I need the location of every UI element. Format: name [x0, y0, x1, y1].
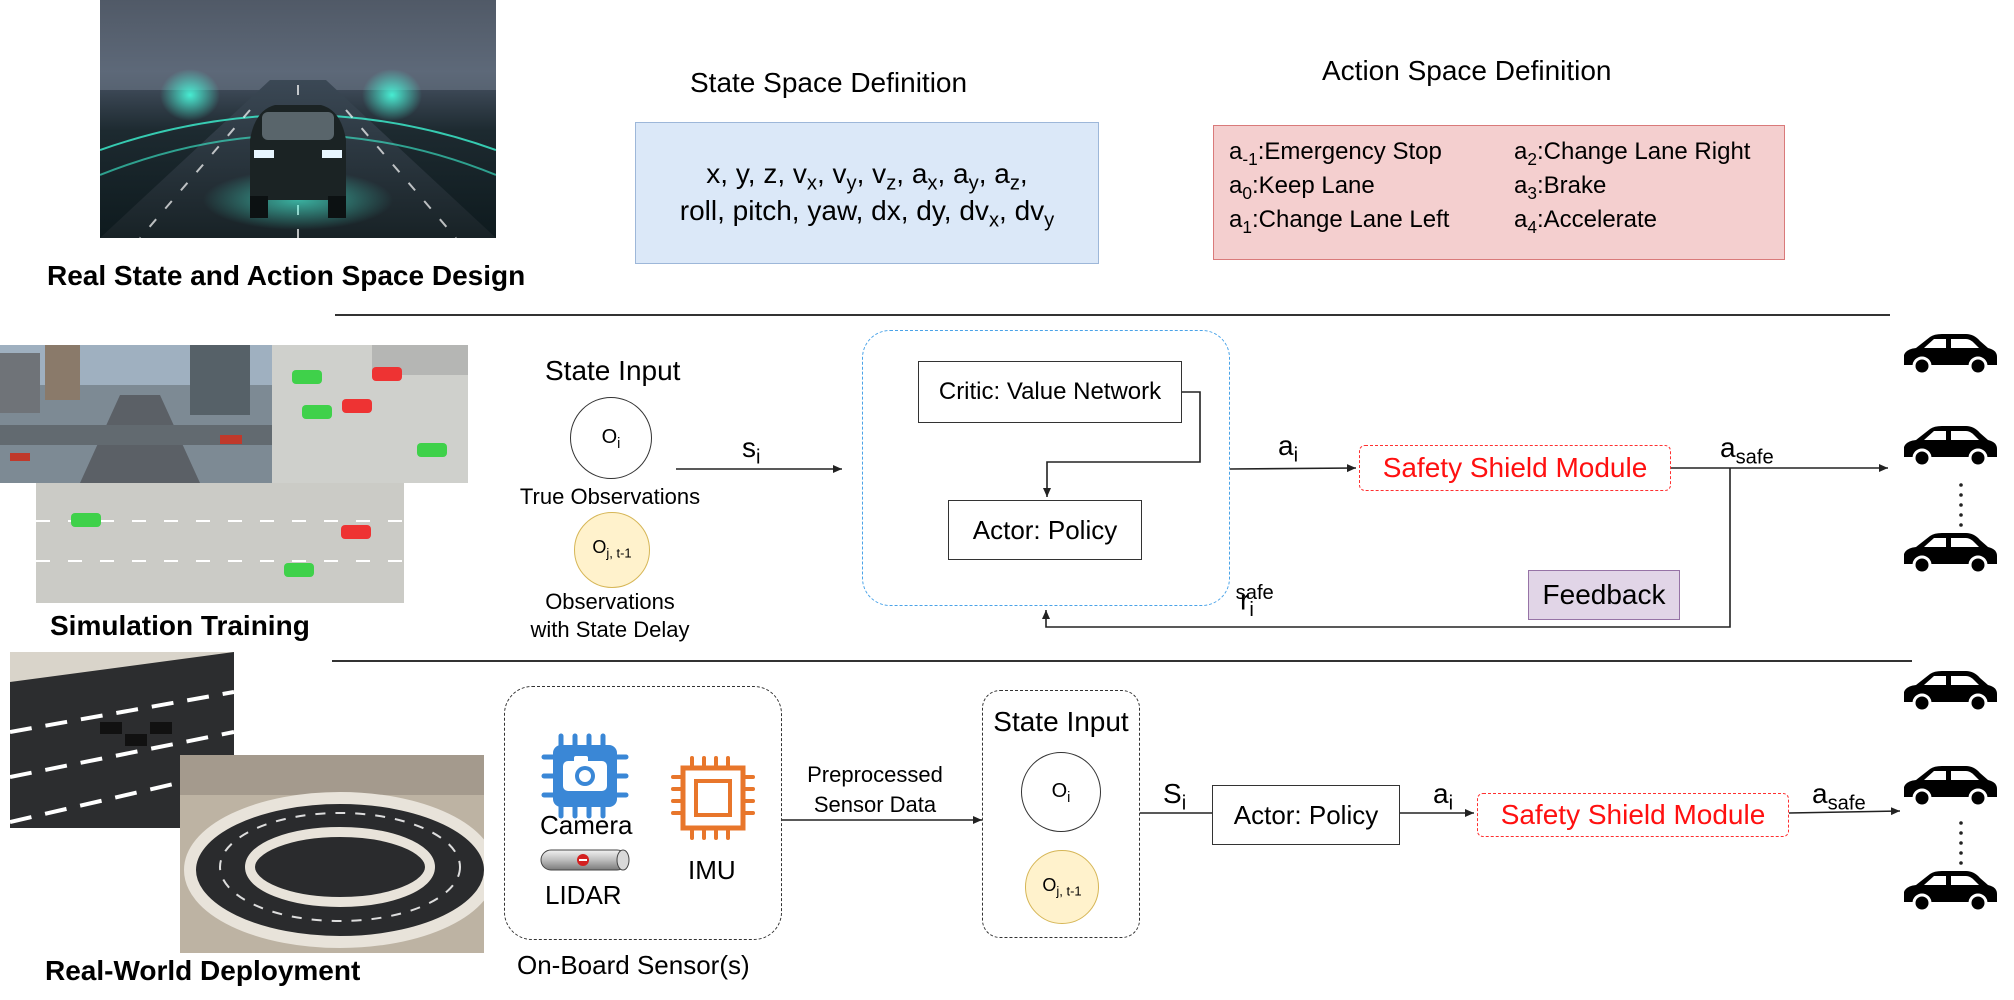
car-icon	[1900, 532, 2000, 579]
critic-value-network-box: Critic: Value Network	[918, 361, 1182, 423]
sim-reward-label: risafe	[1235, 582, 1274, 621]
sim-shield-label: Safety Shield Module	[1382, 452, 1648, 483]
sim-delayed-observation-node: Oj, t-1	[574, 512, 650, 588]
car-icon	[1900, 425, 2000, 472]
deploy-action-label: ai	[1433, 778, 1454, 815]
sim-safety-shield-module: Safety Shield Module	[1359, 445, 1671, 491]
sim-true-observation-node: Oi	[570, 397, 652, 479]
onboard-sensors-caption: On-Board Sensor(s)	[517, 950, 750, 980]
preprocessed-label-1: Preprocessed	[807, 762, 943, 787]
deploy-true-observation-node: Oi	[1021, 752, 1101, 832]
real-track-photo-1	[10, 652, 234, 828]
action-item: a0:Keep Lane	[1229, 172, 1375, 203]
deploy-state-input-container	[982, 690, 1140, 938]
lidar-icon	[537, 848, 633, 877]
sim-delayed-observation-label-2: with State Delay	[530, 617, 690, 642]
divider-top	[335, 314, 1890, 316]
critic-label: Critic: Value Network	[938, 378, 1162, 405]
deploy-safe-action-label: asafe	[1812, 778, 1866, 815]
state-space-title: State Space Definition	[690, 67, 968, 98]
sim-action-label: ai	[1278, 430, 1299, 467]
sim-true-observation-label: True Observations	[519, 484, 701, 509]
state-space-line1: x, y, z, vx, vy, vz, ax, ay, az,	[706, 158, 1028, 195]
deploy-state-input-title: State Input	[993, 706, 1129, 737]
section-caption-deployment: Real-World Deployment	[45, 955, 361, 986]
deploy-actor-policy-box: Actor: Policy	[1212, 785, 1400, 845]
feedback-box: Feedback	[1528, 570, 1680, 620]
sim-actor-policy-box: Actor: Policy	[948, 500, 1142, 560]
arrow-agent-to-shield	[1229, 464, 1357, 473]
section-caption-design: Real State and Action Space Design	[47, 260, 526, 291]
section-caption-simulation: Simulation Training	[50, 610, 310, 641]
imu-label: IMU	[688, 855, 736, 885]
deploy-state-label: Si	[1163, 778, 1187, 815]
action-item: a4:Accelerate	[1514, 206, 1658, 237]
onboard-sensors-container	[504, 686, 782, 940]
imu-chip-icon	[670, 755, 756, 846]
vertical-ellipsis-icon	[1958, 820, 1964, 871]
sim-actor-label: Actor: Policy	[972, 514, 1118, 545]
car-icon	[1900, 333, 2000, 380]
autonomous-car-illustration	[100, 0, 496, 238]
deploy-safety-shield-module: Safety Shield Module	[1477, 793, 1789, 837]
deploy-shield-label: Safety Shield Module	[1500, 799, 1766, 830]
action-item: a3:Brake	[1514, 172, 1607, 203]
lidar-label: LIDAR	[545, 880, 622, 910]
divider-bottom	[332, 660, 1912, 662]
action-space-title: Action Space Definition	[1322, 55, 1612, 86]
sim-state-label: si	[742, 432, 761, 469]
sim-safe-action-label: asafe	[1720, 432, 1774, 469]
simulation-topdown-screenshot-2	[36, 483, 404, 603]
deploy-delayed-observation-node: Oj, t-1	[1025, 850, 1099, 924]
vertical-ellipsis-icon	[1958, 482, 1964, 533]
action-item: a2:Change Lane Right	[1514, 138, 1751, 169]
camera-label: Camera	[540, 810, 633, 840]
preprocessed-label-2: Sensor Data	[813, 792, 937, 817]
real-track-photo-2	[180, 755, 484, 953]
simulation-topdown-screenshot-1	[272, 345, 468, 483]
action-item: a1:Change Lane Left	[1229, 206, 1450, 237]
action-item: a-1:Emergency Stop	[1229, 138, 1442, 169]
deploy-actor-label: Actor: Policy	[1233, 799, 1379, 830]
sim-state-input-title: State Input	[545, 355, 681, 386]
feedback-label: Feedback	[1542, 579, 1666, 610]
sim-delayed-observation-label-1: Observations	[545, 589, 675, 614]
car-icon	[1900, 870, 2000, 917]
car-icon	[1900, 765, 2000, 812]
state-space-line2: roll, pitch, yaw, dx, dy, dvx, dvy	[679, 195, 1055, 232]
simulation-city-screenshot	[0, 345, 272, 483]
camera-chip-icon	[541, 733, 629, 824]
car-icon	[1900, 670, 2000, 717]
state-space-box: x, y, z, vx, vy, vz, ax, ay, az, roll, p…	[635, 122, 1099, 264]
